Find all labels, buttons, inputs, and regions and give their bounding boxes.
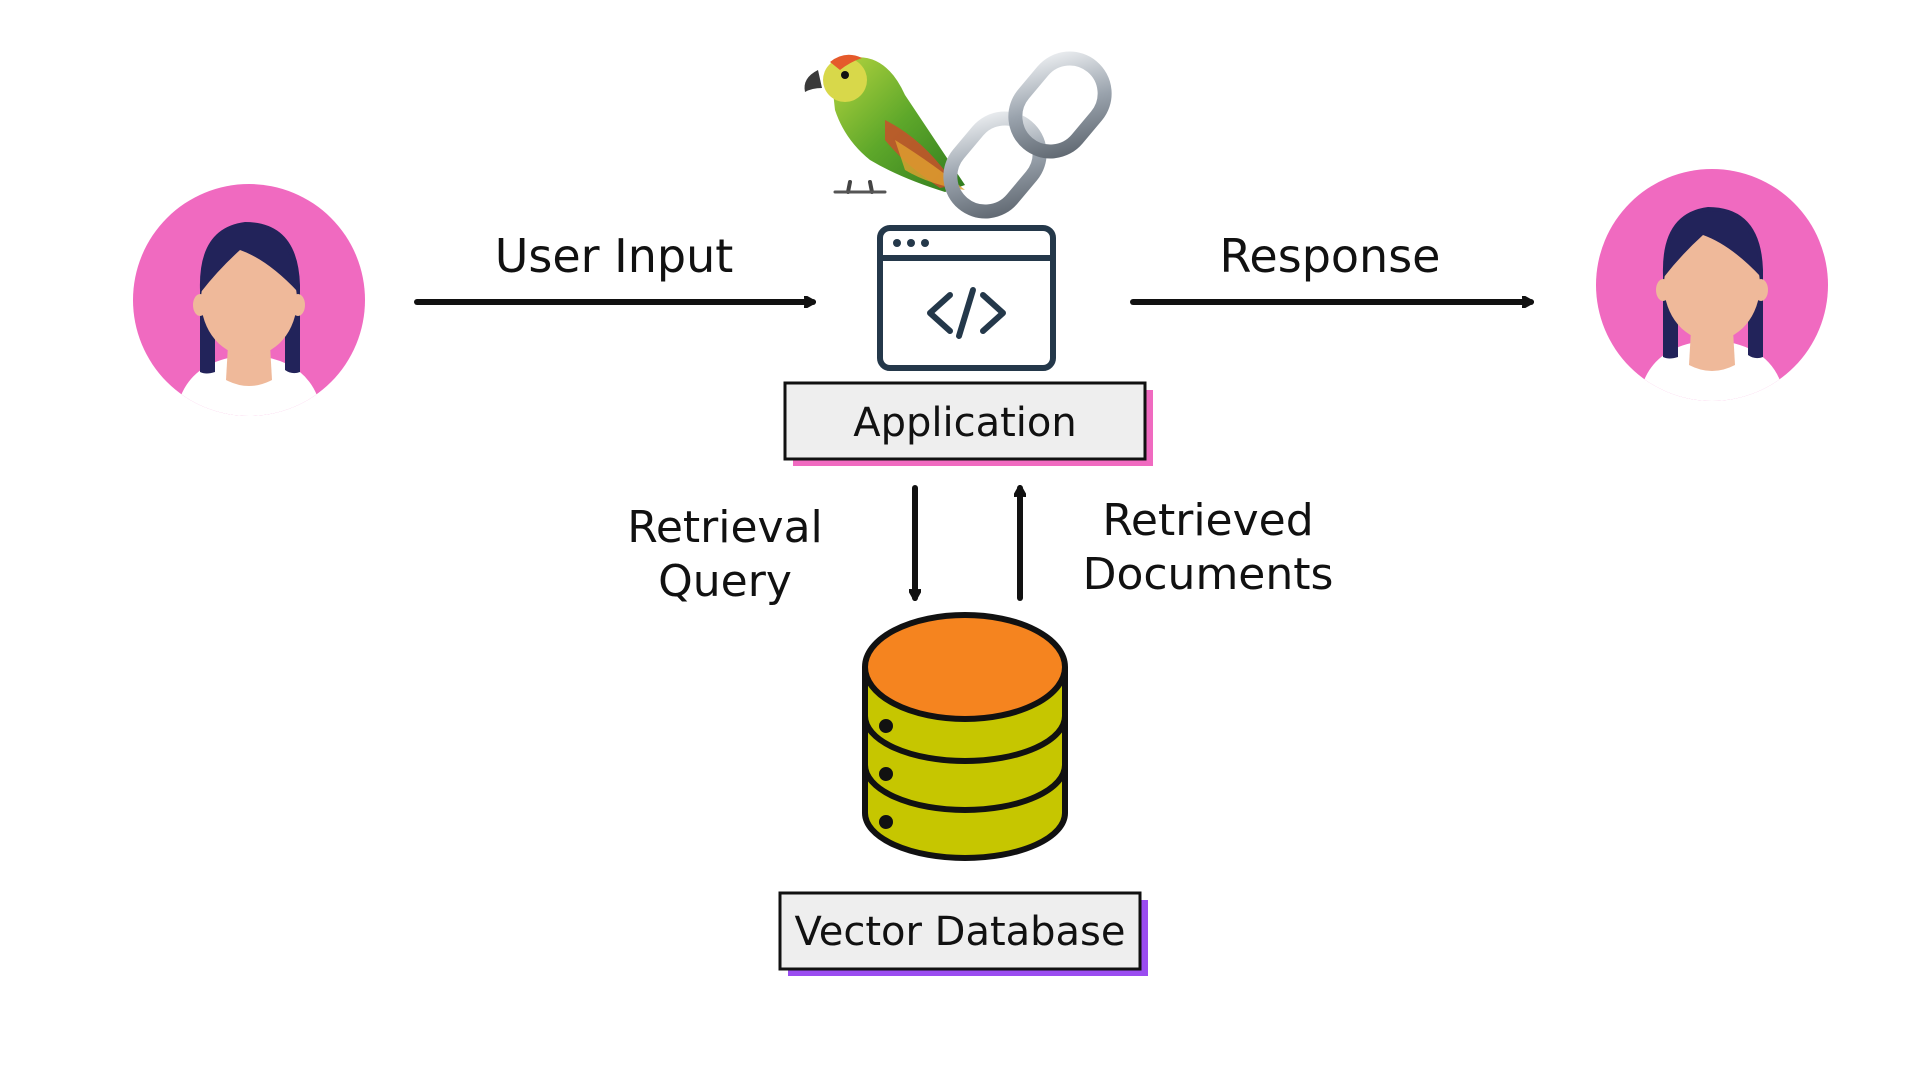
retrieval-query-label-line2: Query bbox=[658, 556, 792, 607]
response-label: Response bbox=[1220, 229, 1441, 283]
code-window-icon bbox=[877, 225, 1056, 371]
user-avatar-right bbox=[1596, 169, 1828, 401]
chain-link-icon bbox=[943, 51, 1112, 219]
user-avatar-left bbox=[133, 184, 365, 416]
retrieval-query-label-line1: Retrieval bbox=[627, 502, 823, 553]
application-label: Application bbox=[853, 400, 1077, 446]
application-box: Application bbox=[783, 381, 1153, 466]
retrieved-documents-label-line1: Retrieved bbox=[1102, 495, 1313, 546]
retrieved-documents-label-line2: Documents bbox=[1083, 549, 1334, 600]
user-input-label: User Input bbox=[495, 229, 734, 283]
vector-database-box: Vector Database bbox=[778, 891, 1148, 976]
database-icon bbox=[862, 612, 1068, 861]
vector-database-label: Vector Database bbox=[794, 909, 1125, 955]
parrot-icon bbox=[804, 54, 965, 194]
